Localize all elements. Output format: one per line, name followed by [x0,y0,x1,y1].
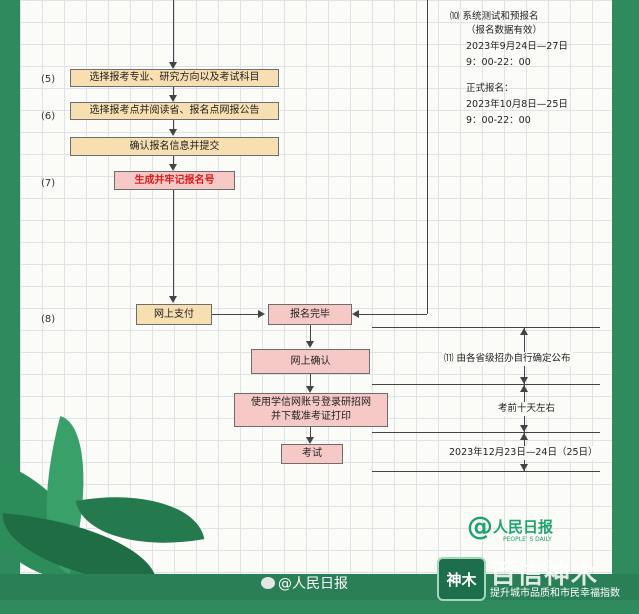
pre-registration-date: 2023年9月24日—27日 [466,41,568,52]
flow-line [173,156,174,165]
registration-done-box: 报名完毕 [268,304,352,325]
pre-registration-time: 9：00-22：00 [466,57,531,68]
exam-box: 考试 [281,444,343,464]
guide-line [372,432,600,433]
at-icon: @ [467,512,493,542]
confirm-info-box: 确认报名信息并提交 [70,137,279,156]
pre-registration-sub: （报名数据有效） [466,25,543,36]
bottom-band [0,574,639,600]
flow-line [173,120,174,129]
province-note: ⑾ 由各省级招办自行确定公布 [442,352,573,366]
arrow-down-icon [520,464,528,471]
watermark-title: 百信神木 [490,560,599,590]
arrow-down-icon [520,377,528,384]
guide-line [372,471,600,472]
shenmu-badge-text: 神木 [446,570,477,589]
online-pay-box: 网上支付 [136,304,212,325]
flowchart-paper [20,0,612,574]
main-flow-line [173,0,174,62]
watermark-slogan: 提升城市品质和市民幸福指数 [490,588,620,599]
ten-days-note: 考前十天左右 [496,402,558,416]
formal-registration-date: 2023年10月8日—25日 [466,99,568,110]
print-ticket-box: 使用学信网账号登录研招网 并下载准考证打印 [234,393,388,427]
arrow-down-icon [169,296,177,303]
flow-line [173,190,174,296]
pre-registration-label: ⑽ 系统测试和预报名 [450,11,539,22]
flow-line [310,325,311,341]
return-line [427,0,428,314]
arrow-up-icon [520,433,528,440]
arrow-down-icon [306,437,314,444]
brand-name-en: PEOPLE' S DAILY [503,536,552,543]
flow-line [310,374,311,387]
generate-number-box: 生成并牢记报名号 [114,171,235,190]
arrow-down-icon [306,386,314,393]
flow-line [212,314,260,315]
arrow-up-icon [520,385,528,392]
brand-name: 人民日报 [493,518,554,536]
arrow-down-icon [169,164,177,171]
step-number-7: (7) [41,178,56,189]
shenmu-badge: 神木 [437,557,486,601]
guide-vertical [524,327,525,471]
arrow-right-icon [258,310,265,318]
step-number-8: (8) [41,314,56,325]
print-ticket-line-1: 使用学信网账号登录研招网 [251,397,371,408]
weibo-handle: @人民日报 [278,576,348,592]
arrow-down-icon [169,95,177,102]
step-number-5: (5) [41,74,56,85]
formal-registration-time: 9：00-22：00 [466,115,531,126]
step-number-6: (6) [41,111,56,122]
return-line [359,314,427,315]
weibo-watermark: @人民日报 [261,573,348,593]
flow-line [310,427,311,438]
guide-line [372,384,600,385]
arrow-up-icon [520,328,528,335]
formal-registration-label: 正式报名： [466,83,514,94]
choose-major-box: 选择报考专业、研究方向以及考试科目 [70,69,279,87]
arrow-down-icon [306,341,314,348]
peoples-daily-logo: @ 人民日报 PEOPLE' S DAILY [467,512,577,546]
weibo-icon [261,577,275,589]
arrow-left-icon [352,310,359,318]
arrow-down-icon [169,62,177,69]
guide-line [372,327,600,328]
exam-date-note: 2023年12月23日—24日（25日） [447,446,600,460]
arrow-down-icon [520,425,528,432]
choose-site-box: 选择报考点并阅读省、报名点网报公告 [70,102,279,120]
online-confirm-box: 网上确认 [251,349,370,374]
arrow-down-icon [169,129,177,136]
print-ticket-line-2: 并下载准考证打印 [271,411,351,422]
flow-line [173,87,174,95]
